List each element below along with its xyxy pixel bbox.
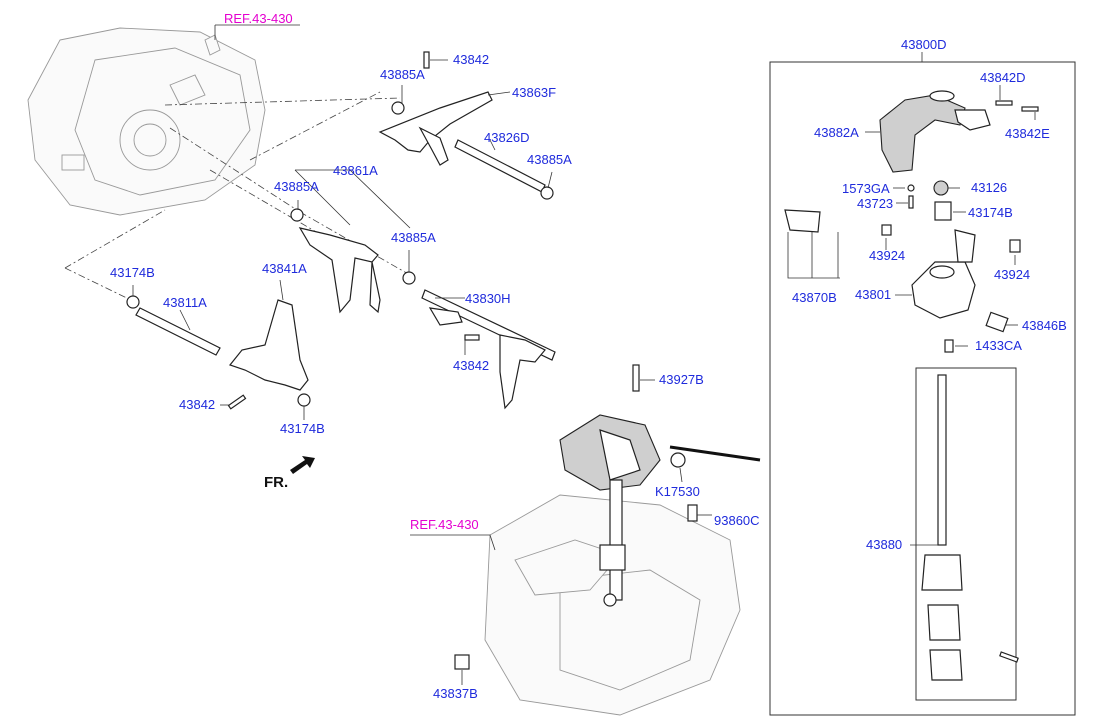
part-43885A-1[interactable]: 43885A <box>380 67 425 82</box>
part-43885A-2[interactable]: 43885A <box>527 152 572 167</box>
part-43880[interactable]: 43880 <box>866 537 903 552</box>
lever-43882A <box>879 90 991 173</box>
part-43885A-4[interactable]: 43885A <box>391 230 436 245</box>
shift-fork-43841A <box>227 299 311 410</box>
part-K17530[interactable]: K17530 <box>655 484 700 499</box>
shift-fork-43863F <box>378 51 493 166</box>
front-direction-arrow <box>290 456 315 474</box>
housing-43801 <box>784 209 976 319</box>
part-43723[interactable]: 43723 <box>857 196 894 211</box>
part-43830H[interactable]: 43830H <box>465 291 511 306</box>
part-43842-mid[interactable]: 43842 <box>453 358 490 373</box>
small-parts-right <box>881 100 1039 353</box>
transmission-case-top <box>27 27 266 216</box>
part-43842-top[interactable]: 43842 <box>453 52 490 67</box>
shift-fork-43861A <box>290 208 416 314</box>
part-43927B[interactable]: 43927B <box>659 372 704 387</box>
part-43801[interactable]: 43801 <box>855 287 892 302</box>
part-43174B-right[interactable]: 43174B <box>968 205 1013 220</box>
part-43841A[interactable]: 43841A <box>262 261 307 276</box>
part-93860C[interactable]: 93860C <box>714 513 760 528</box>
part-43174B-left[interactable]: 43174B <box>110 265 155 280</box>
part-43924-left[interactable]: 43924 <box>869 248 906 263</box>
part-43882A[interactable]: 43882A <box>814 125 859 140</box>
part-43870B[interactable]: 43870B <box>792 290 837 305</box>
part-43861A[interactable]: 43861A <box>333 163 378 178</box>
part-43826D[interactable]: 43826D <box>484 130 530 145</box>
shaft-43880 <box>921 374 1019 681</box>
front-label: FR. <box>264 474 289 491</box>
part-43842D[interactable]: 43842D <box>980 70 1026 85</box>
part-1433CA[interactable]: 1433CA <box>975 338 1022 353</box>
ref-label-top[interactable]: REF.43-430 <box>224 11 293 26</box>
part-43846B[interactable]: 43846B <box>1022 318 1067 333</box>
shift-rod-43811A <box>126 295 221 356</box>
part-43126[interactable]: 43126 <box>971 180 1008 195</box>
part-43811A[interactable]: 43811A <box>163 295 207 310</box>
part-43800D[interactable]: 43800D <box>901 37 947 52</box>
shift-lever-assembly <box>454 364 761 670</box>
ref-label-bottom[interactable]: REF.43-430 <box>410 517 479 532</box>
part-43863F[interactable]: 43863F <box>512 85 557 100</box>
part-43842E[interactable]: 43842E <box>1005 126 1050 141</box>
part-43837B[interactable]: 43837B <box>433 686 478 701</box>
part-1573GA[interactable]: 1573GA <box>842 181 890 196</box>
shift-fork-43830H <box>421 289 556 410</box>
part-43924-right[interactable]: 43924 <box>994 267 1031 282</box>
part-43842-left[interactable]: 43842 <box>179 397 216 412</box>
shift-rod-43826D <box>454 139 554 200</box>
part-43174B-low[interactable]: 43174B <box>280 421 325 436</box>
part-43885A-3[interactable]: 43885A <box>274 179 319 194</box>
